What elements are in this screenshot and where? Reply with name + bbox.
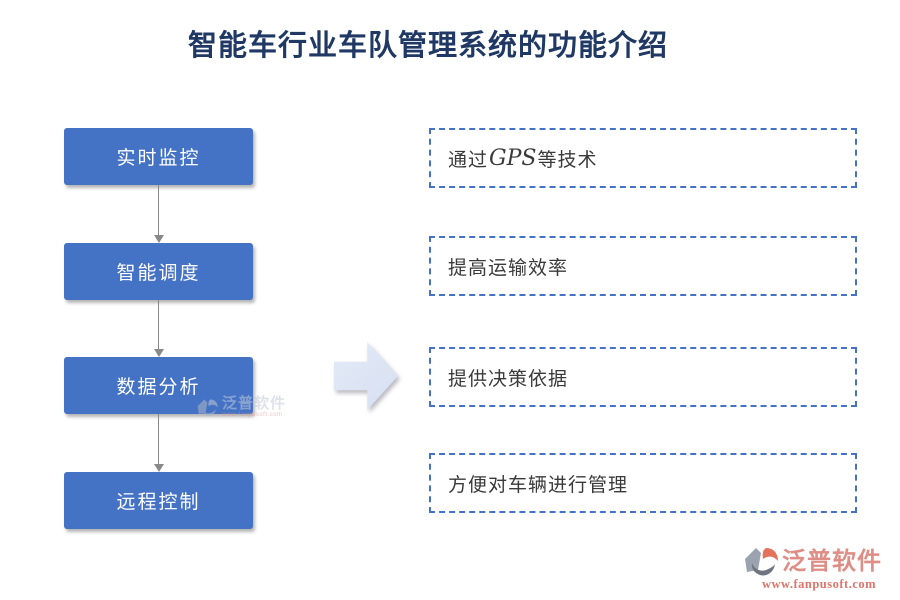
feature-text: 提高运输效率 [448, 257, 569, 279]
right-arrow [334, 342, 398, 410]
brand-name: 泛普软件 [782, 549, 882, 575]
down-arrow-connector [153, 185, 164, 243]
down-arrow-connector [153, 300, 164, 357]
feature-text: 提供决策依据 [448, 368, 569, 390]
connector-line [157, 185, 160, 235]
down-arrowhead-icon [153, 464, 164, 472]
flow-step-smart-dispatch: 智能调度 [64, 243, 253, 300]
flow-step-label: 智能调度 [116, 263, 201, 284]
brand-logo: 泛普软件 www.fanpusoft.com [744, 544, 894, 592]
flow-step-label: 远程控制 [116, 492, 201, 513]
right-arrow-shape [334, 342, 398, 410]
flow-step-remote-control: 远程控制 [64, 472, 253, 529]
connector-line [157, 300, 160, 349]
page-title: 智能车行业车队管理系统的功能介绍 [187, 30, 668, 62]
down-arrowhead-icon [153, 349, 164, 357]
connector-line [157, 414, 160, 464]
flow-step-realtime-monitoring: 实时监控 [64, 128, 253, 185]
fanpu-logo-icon [745, 548, 778, 576]
flow-step-data-analysis: 数据分析 [64, 357, 253, 414]
brand-logo-row: 泛普软件 [744, 544, 894, 580]
feature-text: 等技术 [537, 149, 598, 171]
down-arrow-connector [153, 414, 164, 472]
feature-box-decision: 提供决策依据 [429, 347, 857, 407]
feature-text: 通过 [448, 149, 489, 171]
feature-text-gps: GPS [489, 145, 537, 171]
brand-url: www.fanpusoft.com [761, 577, 877, 591]
feature-text: 方便对车辆进行管理 [448, 474, 629, 496]
flow-step-label: 数据分析 [116, 377, 201, 398]
feature-box-management: 方便对车辆进行管理 [429, 453, 857, 513]
flow-step-label: 实时监控 [116, 148, 201, 169]
feature-box-efficiency: 提高运输效率 [429, 236, 857, 296]
down-arrowhead-icon [153, 235, 164, 243]
